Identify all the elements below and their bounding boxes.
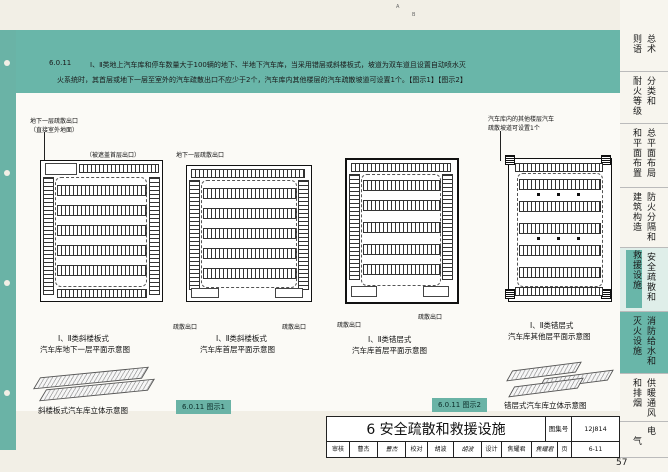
d3-exit-left-label: 疏散出口 bbox=[337, 322, 362, 329]
d4-leader bbox=[500, 131, 501, 161]
d4-caption-line1: Ⅰ、Ⅱ类错层式 bbox=[530, 321, 574, 330]
d2-exit-ramp-left bbox=[191, 288, 219, 298]
binding-strip bbox=[0, 30, 16, 450]
d1-iso-caption: 斜楼板式汽车库立体示意图 bbox=[38, 406, 128, 415]
d3-caption-line1: Ⅰ、Ⅱ类错层式 bbox=[368, 335, 412, 344]
d4-bays-row3 bbox=[519, 223, 601, 234]
d3-floor-plan bbox=[345, 158, 459, 304]
d2-bays-right bbox=[298, 180, 309, 290]
design-name: 焦耀君 bbox=[501, 442, 531, 458]
nav-fire-water[interactable]: 消防给水和 灭火设施 bbox=[620, 312, 668, 374]
d3-exit-ramp-left bbox=[351, 286, 377, 297]
d4-caption-line2: 汽车库其他层平面示意图 bbox=[508, 332, 591, 341]
check-label: 校对 bbox=[405, 442, 427, 458]
d4-bays-row1 bbox=[519, 179, 601, 190]
d2-exit-right-label: 疏散出口 bbox=[282, 324, 307, 331]
margin-mark-a: A bbox=[396, 4, 400, 10]
d4-stair-2 bbox=[601, 155, 611, 165]
d1-caption-line2: 汽车库地下一层平面示意图 bbox=[40, 345, 130, 354]
fig-tag-2: 6.0.11 图示2 bbox=[432, 398, 487, 412]
d1-caption-line1: Ⅰ、Ⅱ类斜楼板式 bbox=[58, 334, 109, 343]
d1-floor-plan bbox=[40, 160, 163, 302]
d2-exit-left-label: 疏散出口 bbox=[173, 324, 198, 331]
atlas-no-label: 图集号 bbox=[545, 417, 571, 441]
clause-line-1: Ⅰ、Ⅱ类地上汽车库和停车数量大于100辆的地下、半地下汽车库，当采用错层或斜楼板… bbox=[90, 61, 466, 69]
d1-bays-right bbox=[149, 177, 160, 295]
title-block: 6 安全疏散和救援设施 图集号 12J814 审核 曹杰 曹杰 校对 胡波 胡波… bbox=[326, 416, 620, 458]
d2-exit-label: 地下一层疏散出口 bbox=[176, 152, 225, 159]
design-signature: 焦耀君 bbox=[531, 442, 557, 458]
d4-driving-lane bbox=[517, 173, 603, 287]
side-nav: 总术 则语 分类和 耐火等级 总平面布局 和平面布置 防火分隔和 建筑构造 安全… bbox=[620, 0, 668, 472]
d4-bays-row5 bbox=[519, 267, 601, 278]
d2-floor-plan bbox=[186, 165, 312, 302]
d3-exit-right-label: 疏散出口 bbox=[418, 314, 443, 321]
nav-general-terms[interactable]: 总术 则语 bbox=[620, 30, 668, 72]
clause-band bbox=[16, 30, 620, 93]
d3-bays-top bbox=[351, 163, 451, 172]
d4-bays-top bbox=[515, 163, 603, 172]
d1-ramp-label: （被遮盖首层出口） bbox=[86, 152, 141, 159]
review-signature: 曹杰 bbox=[377, 442, 405, 458]
d4-floor-plan bbox=[505, 155, 612, 302]
d2-bays-left bbox=[189, 180, 200, 290]
review-name: 曹杰 bbox=[349, 442, 377, 458]
d2-exit-ramp-right bbox=[275, 288, 303, 298]
review-label: 审核 bbox=[331, 446, 344, 453]
d4-stair-1 bbox=[505, 155, 515, 165]
d3-bays-right bbox=[442, 174, 453, 280]
d4-bays-bottom bbox=[515, 287, 603, 296]
atlas-no: 12J814 bbox=[571, 417, 619, 441]
d4-label-top-2: 疏散坡道可设置1个 bbox=[488, 125, 540, 132]
nav-electrical[interactable]: 电 气 bbox=[620, 422, 668, 458]
d1-bays-left bbox=[43, 177, 54, 295]
d1-exit-ramp bbox=[45, 163, 77, 175]
margin-mark-b: B bbox=[412, 12, 416, 18]
d4-stair-3 bbox=[505, 289, 515, 299]
clause-line-2: 火系统时，其首层或地下一层至室外的汽车疏散出口不应少于2个，汽车库内其他楼层的汽… bbox=[57, 76, 467, 84]
check-name: 胡波 bbox=[427, 442, 453, 458]
d3-caption-line2: 汽车库首层平面示意图 bbox=[352, 346, 427, 355]
d2-caption-line2: 汽车库首层平面示意图 bbox=[200, 345, 275, 354]
clause-number: 6.0.11 bbox=[49, 59, 72, 67]
d4-iso-caption: 错层式汽车库立体示意图 bbox=[504, 401, 587, 410]
d3-driving-lane bbox=[361, 174, 441, 286]
d2-caption-line1: Ⅰ、Ⅱ类斜楼板式 bbox=[216, 334, 267, 343]
d1-driving-lane bbox=[55, 177, 147, 287]
d2-bays-top bbox=[191, 169, 305, 178]
nav-fire-separation[interactable]: 防火分隔和 建筑构造 bbox=[620, 188, 668, 248]
d1-bays-top bbox=[79, 164, 159, 173]
d4-bays-row2 bbox=[519, 201, 601, 212]
check-signature: 胡波 bbox=[453, 442, 481, 458]
d2-driving-lane bbox=[201, 180, 297, 288]
sheet-page-no: 6-11 bbox=[571, 442, 619, 458]
d3-exit-ramp-right bbox=[423, 286, 449, 297]
d1-exit-label: 地下一层疏散出口 bbox=[30, 118, 79, 125]
title-block-row2: 审核 曹杰 曹杰 校对 胡波 胡波 设计 焦耀君 焦耀君 页 6-11 bbox=[327, 441, 619, 458]
nav-classification[interactable]: 分类和 耐火等级 bbox=[620, 72, 668, 124]
nav-evacuation[interactable]: 安全疏散和 救援设施 bbox=[620, 248, 668, 312]
d1-bays-bottom bbox=[57, 289, 147, 298]
fig-tag-1: 6.0.11 图示1 bbox=[176, 400, 231, 414]
d4-bays-row4 bbox=[519, 245, 601, 256]
clause-text: Ⅰ、Ⅱ类地上汽车库和停车数量大于100辆的地下、半地下汽车库，当采用错层或斜楼板… bbox=[57, 58, 612, 88]
d1-leader bbox=[44, 132, 45, 160]
design-label: 设计 bbox=[481, 442, 501, 458]
nav-site-plan[interactable]: 总平面布局 和平面布置 bbox=[620, 124, 668, 188]
d3-bays-left bbox=[349, 174, 360, 280]
page-number: 57 bbox=[616, 458, 628, 468]
d4-label-top-1: 汽车库内的其他楼层汽车 bbox=[488, 116, 555, 123]
title-block-title: 6 安全疏散和救援设施 bbox=[366, 422, 506, 438]
nav-hvac[interactable]: 供暖通风 和排烟 bbox=[620, 374, 668, 422]
page-label: 页 bbox=[557, 442, 571, 458]
d1-exit-sublabel: （直接室外地面） bbox=[30, 127, 79, 134]
